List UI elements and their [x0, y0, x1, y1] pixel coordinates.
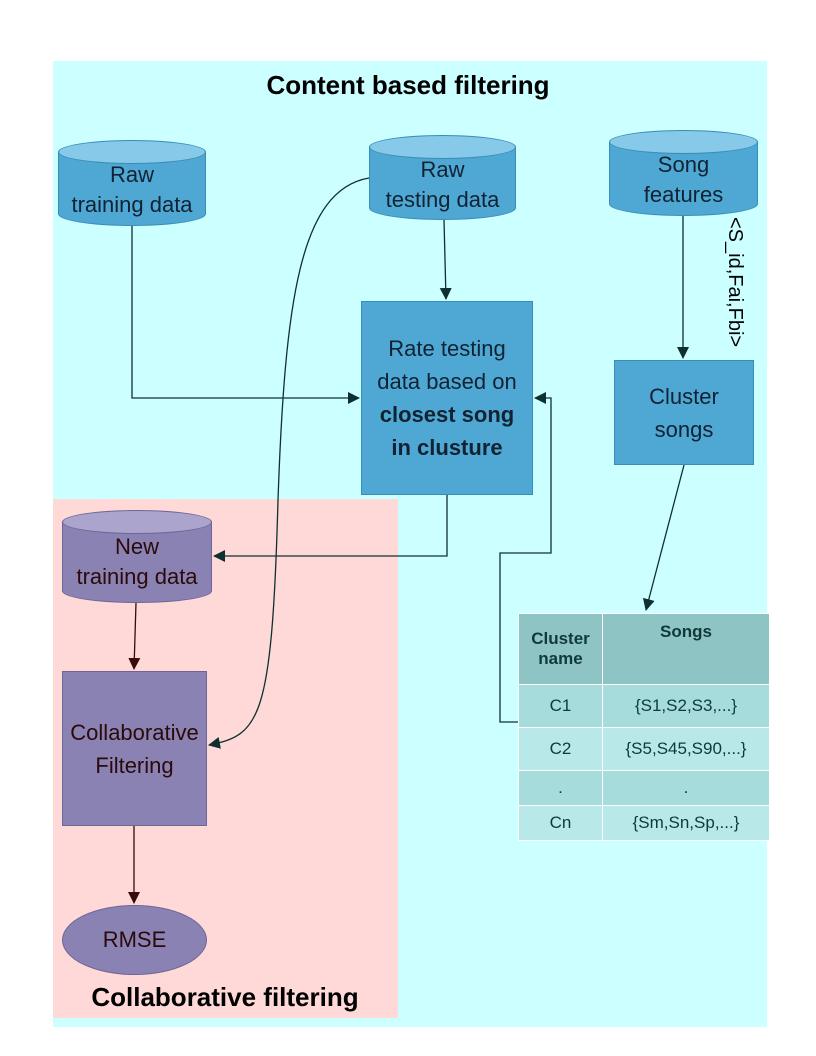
- raw-testing-data-label: Raw testing data: [369, 155, 516, 215]
- cylinder-body: [58, 152, 206, 226]
- cluster-name-header: Cluster name: [518, 613, 603, 685]
- new-training-data-node: New training data: [62, 510, 212, 603]
- cylinder-cap: [58, 140, 206, 164]
- label-line-bold: closest song: [379, 402, 515, 427]
- label-line: Rate testing: [388, 336, 506, 361]
- cylinder-body: [62, 522, 212, 603]
- songs-cell: {Sm,Sn,Sp,...}: [602, 805, 770, 841]
- label-line: New: [114, 534, 159, 559]
- song-features-node: Song features: [609, 130, 758, 216]
- new-training-data-label: New training data: [62, 532, 212, 592]
- label-line: songs: [654, 416, 714, 442]
- cylinder-cap: [62, 510, 212, 534]
- collaborative-filtering-node: Collaborative Filtering: [62, 671, 207, 826]
- cluster-songs-node: Cluster songs: [614, 360, 754, 465]
- table-header-row: Cluster name Songs: [518, 613, 770, 685]
- raw-training-to-rate-arrow: [131, 226, 360, 404]
- raw-training-data-label: Raw training data: [58, 160, 206, 220]
- cluster-to-table-arrow: [642, 464, 685, 611]
- raw-testing-data-node: Raw testing data: [369, 135, 516, 220]
- header-line: name: [538, 649, 583, 668]
- cluster-name-cell: C2: [518, 727, 603, 771]
- raw-training-data-node: Raw training data: [58, 140, 206, 226]
- cylinder-body: [369, 147, 516, 220]
- label-line: Raw: [420, 157, 465, 182]
- content-based-title: Content based filtering: [266, 70, 550, 100]
- song-features-label: Song features: [609, 150, 758, 210]
- songs-header: Songs: [602, 613, 770, 685]
- cluster-name-cell: .: [518, 770, 603, 806]
- raw-testing-to-collab-arrow: [208, 177, 370, 749]
- cluster-name-cell: Cn: [518, 805, 603, 841]
- raw-testing-to-rate-arrow: [439, 219, 452, 300]
- table-row: C2 {S5,S45,S90,...}: [518, 727, 770, 771]
- label-line: testing data: [385, 187, 500, 212]
- label-line: Filtering: [95, 752, 174, 778]
- table-row: Cn {Sm,Sn,Sp,...}: [518, 805, 770, 841]
- label-line: Raw: [109, 162, 154, 187]
- songs-cell: {S5,S45,S90,...}: [602, 727, 770, 771]
- collaborative-title: Collaborative filtering: [91, 982, 359, 1012]
- rate-testing-label: Rate testing data based on closest song …: [377, 332, 516, 464]
- rate-testing-node: Rate testing data based on closest song …: [361, 301, 533, 495]
- cluster-table: Cluster name Songs C1 {S1,S2,S3,...} C2 …: [518, 613, 770, 841]
- label-line: data based on: [377, 369, 517, 394]
- songs-cell: {S1,S2,S3,...}: [602, 684, 770, 728]
- rmse-node: RMSE: [62, 905, 207, 975]
- new-training-to-collab-arrow: [128, 602, 141, 670]
- label-line: features: [643, 182, 724, 207]
- rate-to-new-training-arrow: [213, 495, 448, 562]
- label-line: Cluster: [649, 383, 719, 409]
- cylinder-cap: [369, 135, 516, 159]
- cylinder-cap: [609, 130, 758, 154]
- label-line: Song: [657, 152, 710, 177]
- label-line: training data: [76, 564, 198, 589]
- table-to-rate-arrow: [499, 392, 552, 723]
- header-line: Cluster: [531, 629, 590, 648]
- collaborative-filtering-label: Collaborative Filtering: [70, 716, 198, 782]
- label-line: Collaborative: [70, 719, 199, 745]
- label-line-bold: in clusture: [391, 435, 503, 460]
- label-line: training data: [71, 192, 193, 217]
- cluster-songs-label: Cluster songs: [649, 380, 719, 446]
